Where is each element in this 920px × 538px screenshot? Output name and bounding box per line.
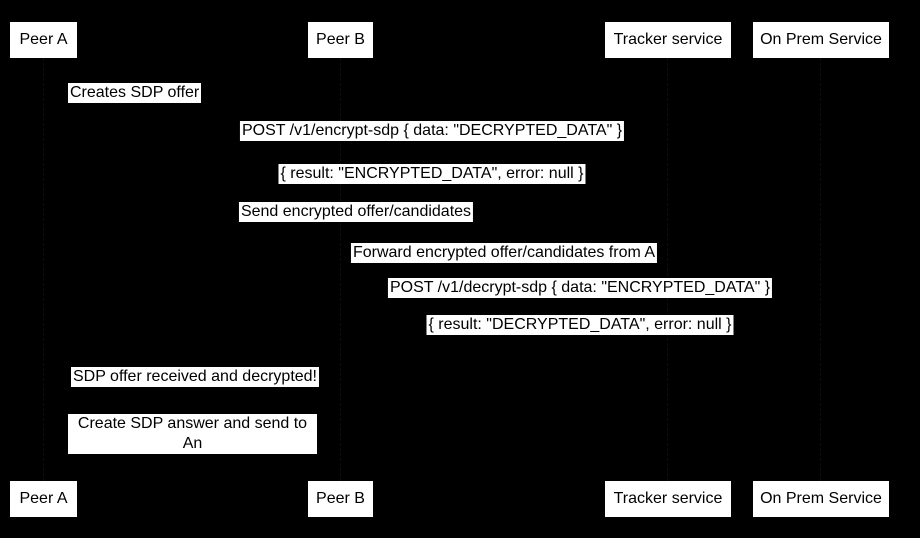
note-create-sdp-answer: Create SDP answer and send to An using t…: [68, 414, 317, 472]
actor-box-on-prem-service-bottom: On Prem Service: [753, 481, 889, 517]
message-label-forward-encrypted-offer: Forward encrypted offer/candidates from …: [350, 243, 658, 263]
message-label-creates-sdp-offer: Creates SDP offer: [68, 83, 202, 103]
actor-box-peer-a-bottom: Peer A: [10, 481, 77, 517]
actor-box-peer-a-top: Peer A: [10, 22, 77, 58]
message-label-sdp-offer-received: SDP offer received and decrypted!: [71, 367, 319, 387]
lifeline-tracker-service: [667, 58, 668, 481]
lifeline-peer-b: [340, 58, 341, 481]
lifeline-peer-a: [43, 58, 44, 481]
message-label-post-decrypt-sdp: POST /v1/decrypt-sdp { data: "ENCRYPTED_…: [387, 278, 773, 298]
message-label-send-encrypted-offer: Send encrypted offer/candidates: [238, 202, 474, 222]
actor-box-tracker-service-bottom: Tracker service: [605, 481, 731, 517]
message-label-post-encrypt-sdp: POST /v1/encrypt-sdp { data: "DECRYPTED_…: [239, 121, 625, 141]
message-label-encrypt-result: { result: "ENCRYPTED_DATA", error: null …: [278, 164, 586, 184]
note-line-1: Create SDP answer and send to An: [77, 415, 308, 452]
actor-box-peer-b-top: Peer B: [308, 22, 373, 58]
actor-box-tracker-service-top: Tracker service: [605, 22, 731, 58]
lifeline-on-prem-service: [820, 58, 821, 481]
note-line-2: using the same mechanism: [95, 455, 290, 472]
message-label-decrypt-result: { result: "DECRYPTED_DATA", error: null …: [426, 315, 734, 335]
actor-box-peer-b-bottom: Peer B: [308, 481, 373, 517]
actor-box-on-prem-service-top: On Prem Service: [753, 22, 889, 58]
